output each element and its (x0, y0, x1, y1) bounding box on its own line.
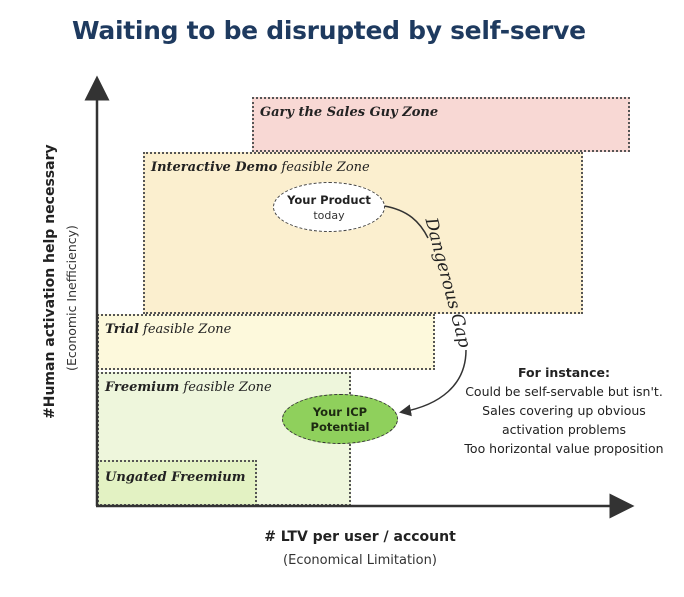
gap-arrow (399, 349, 467, 417)
zone-trial: Trial feasible Zone (97, 314, 435, 370)
icp-line2: Potential (310, 419, 370, 434)
zone-ungated-freemium: Ungated Freemium (97, 460, 257, 506)
zone-trial-label: Trial feasible Zone (105, 322, 232, 337)
note-line: Could be self-servable but isn't. (465, 384, 663, 399)
icp-potential-bubble: Your ICP Potential (282, 394, 398, 444)
instance-note: For instance: Could be self-servable but… (456, 363, 672, 458)
diagram-title: Waiting to be disrupted by self-serve (72, 16, 586, 45)
y-axis-label: #Human activation help necessary (42, 144, 58, 419)
y-axis-sublabel: (Economic Inefficiency) (64, 225, 79, 371)
x-axis-sublabel: (Economical Limitation) (283, 553, 437, 568)
note-heading: For instance: (518, 365, 610, 380)
gap-curve-top (383, 205, 429, 239)
zone-interactive-label: Interactive Demo feasible Zone (151, 160, 370, 175)
zone-gary-label: Gary the Sales Guy Zone (260, 105, 439, 120)
zone-gary-sales: Gary the Sales Guy Zone (252, 97, 630, 152)
zone-interactive-demo: Interactive Demo feasible Zone (143, 152, 583, 314)
x-axis-label: # LTV per user / account (264, 529, 456, 545)
your-product-bubble: Your Product today (273, 182, 385, 232)
zone-freemium-label: Freemium feasible Zone (105, 380, 272, 395)
zone-ungated-label: Ungated Freemium (105, 470, 246, 485)
note-line: Sales covering up obvious (482, 403, 646, 418)
your-product-subtitle: today (313, 208, 345, 222)
note-line: Too horizontal value proposition (464, 441, 664, 456)
icp-line1: Your ICP (312, 404, 368, 419)
note-line: activation problems (501, 422, 627, 437)
your-product-title: Your Product (287, 192, 371, 207)
